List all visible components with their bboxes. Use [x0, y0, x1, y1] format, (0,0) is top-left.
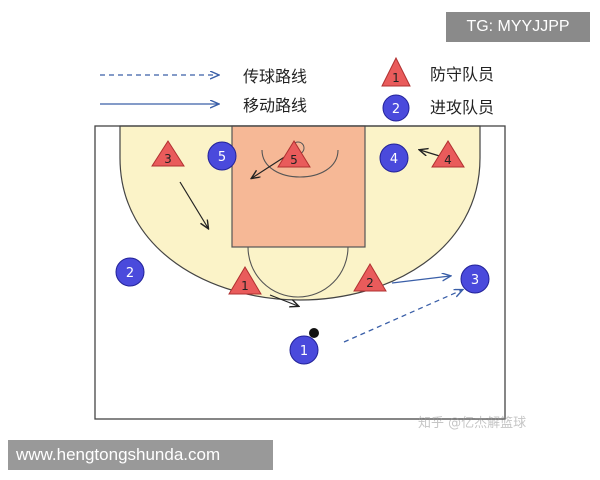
restricted-arc [261, 149, 339, 178]
attacker-1-label: 1 [300, 344, 308, 359]
move-route-label: 移动路线 [243, 96, 307, 115]
zhihu-watermark: 知乎 @亿杰解篮球 [418, 416, 527, 431]
defender-legend-label: 防守队员 [430, 65, 494, 84]
basketball [309, 328, 319, 338]
defender-legend-symbol: 1 [392, 71, 400, 85]
move-route-d1 [269, 294, 298, 306]
telegram-watermark-badge: TG: MYYJJPP [446, 12, 590, 42]
url-banner: www.hengtongshunda.com [8, 440, 273, 470]
attacker-5 [207, 141, 237, 171]
attacker-4-label: 4 [390, 152, 398, 167]
defender-2 [353, 263, 387, 292]
defender-2-label: 2 [366, 276, 374, 290]
attacker-2 [115, 257, 145, 287]
defender-1-label: 1 [241, 279, 249, 293]
attacker-3 [460, 264, 490, 294]
pass-route-a1-to-a3 [343, 290, 462, 343]
defender-3 [151, 140, 185, 167]
move-route-d5 [252, 155, 287, 178]
move-route-d3 [179, 181, 208, 228]
defender-4 [431, 140, 465, 168]
defender-4-label: 4 [444, 153, 452, 167]
attacker-4 [379, 143, 409, 173]
attacker-1 [289, 335, 319, 365]
defender-5 [277, 140, 311, 168]
attacker-5-label: 5 [218, 150, 226, 165]
paint-area [231, 125, 366, 248]
defender-3-label: 3 [164, 152, 172, 166]
defender-1 [228, 266, 262, 295]
court-boundary [94, 125, 506, 420]
pass-route-label: 传球路线 [243, 67, 307, 86]
move-route-d2 [391, 276, 450, 284]
attacker-legend-circle [382, 94, 410, 122]
attacker-2-label: 2 [126, 266, 134, 281]
attacker-legend-label: 进攻队员 [430, 98, 494, 117]
defender-legend-triangle [381, 56, 411, 87]
attacker-3-label: 3 [471, 273, 479, 288]
defender-5-label: 5 [290, 153, 298, 167]
free-throw-circle [247, 246, 349, 298]
attacker-legend-symbol: 2 [392, 102, 400, 117]
